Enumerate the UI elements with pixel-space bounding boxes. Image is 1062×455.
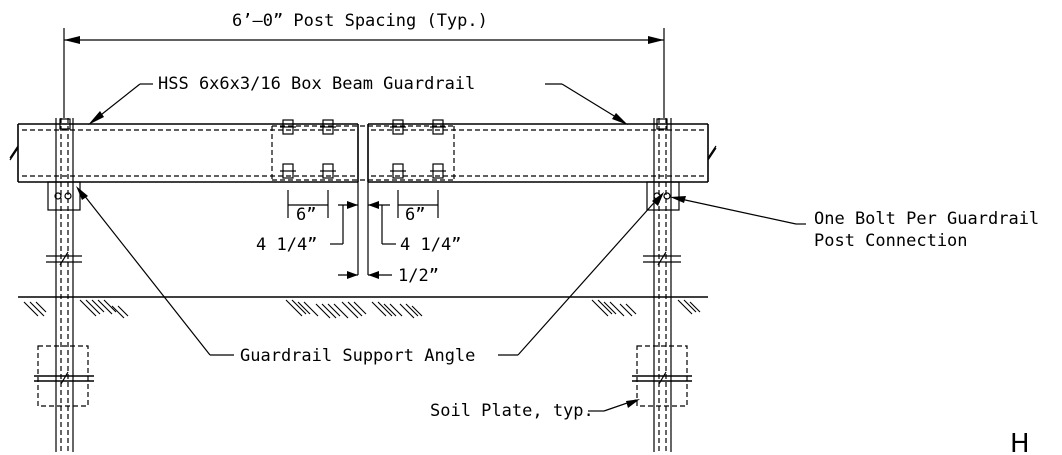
dim-6-right-label: 6” <box>405 205 425 225</box>
bolt-icon <box>430 163 446 179</box>
splice-dimensions <box>287 190 439 279</box>
bolt-icon <box>320 119 336 135</box>
right-post <box>632 118 692 452</box>
one-bolt-label-line2: Post Connection <box>814 231 968 251</box>
splice-connection <box>271 125 455 275</box>
box-beam-label: HSS 6x6x3/16 Box Beam Guardrail <box>158 74 475 94</box>
bolt-icon <box>280 119 296 135</box>
dim-half-label: 1/2” <box>398 266 439 286</box>
one-bolt-label-line1: One Bolt Per Guardrail <box>814 209 1039 229</box>
dim-6-left-label: 6” <box>296 205 316 225</box>
dim-4-quarter-left-label: 4 1/4” <box>256 235 317 255</box>
one-bolt-leader <box>670 196 806 225</box>
dim-4-quarter-right-label: 4 1/4” <box>400 235 461 255</box>
bolt-icon <box>430 119 446 135</box>
support-angle-leaders <box>76 186 664 356</box>
post-spacing-label: 6’–0” Post Spacing (Typ.) <box>232 11 488 31</box>
bolt-icon <box>390 163 406 179</box>
soil-hatching-center <box>285 299 423 319</box>
bolt-icon <box>390 119 406 135</box>
soil-plate-label: Soil Plate, typ. <box>430 401 594 421</box>
left-rail-section <box>17 123 359 183</box>
bolt-icon <box>280 163 296 179</box>
soil-hatching-left <box>23 299 129 319</box>
splice-bolts <box>280 119 446 179</box>
box-beam-leaders <box>88 83 628 125</box>
left-post <box>34 118 94 452</box>
support-angle-label: Guardrail Support Angle <box>240 346 475 366</box>
rail-break-marks <box>9 145 717 161</box>
soil-hatching-right <box>591 299 701 317</box>
post-spacing-dimension <box>63 28 665 118</box>
bolt-icon <box>320 163 336 179</box>
right-rail-section <box>367 123 709 183</box>
sheet-letter: H <box>1010 429 1030 455</box>
soil-plate-leader <box>588 399 640 412</box>
